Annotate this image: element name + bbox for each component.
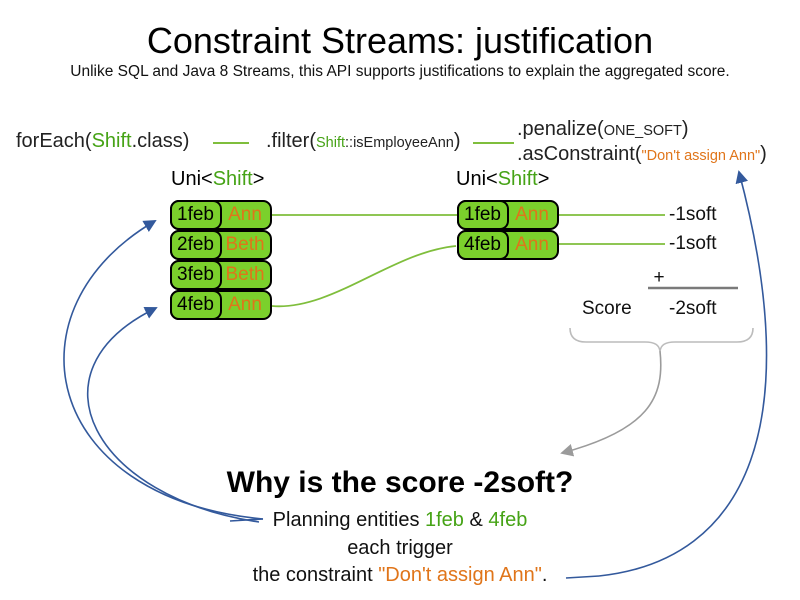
shift-row: 1feb Ann (169, 199, 272, 230)
shift-row: 3feb Beth (169, 259, 272, 290)
asconstraint-arg: "Don't assign Ann" (641, 148, 761, 164)
shift-employee: Ann (515, 204, 549, 225)
pipeline-filter: .filter(Shift::isEmployeeAnn) (266, 130, 461, 153)
foreach-post: .class) (131, 130, 190, 152)
explanation-line-1: Planning entities 1feb & 4feb (0, 509, 800, 532)
right-label-pre: Uni< (456, 168, 498, 190)
shift-date: 1feb (169, 199, 222, 230)
shift-row: 1feb Ann (456, 199, 559, 230)
penalty-label-2: -1soft (669, 233, 717, 254)
penalize-post: ) (681, 118, 689, 140)
shift-date: 3feb (169, 259, 222, 290)
plus-sign: + (653, 267, 665, 288)
connector-4feb-curve (271, 245, 457, 308)
entity-1feb: 1feb (425, 509, 464, 531)
left-label-post: > (252, 168, 265, 190)
left-label-pre: Uni< (171, 168, 213, 190)
shift-employee: Ann (228, 294, 262, 315)
filter-method: ::isEmployeeAnn (345, 135, 454, 151)
penalize-arg: ONE_SOFT (603, 123, 682, 139)
page-subtitle: Unlike SQL and Java 8 Streams, this API … (70, 63, 730, 80)
right-stream-type-label: Uni<Shift> (456, 168, 549, 191)
right-label-type: Shift (497, 168, 538, 190)
score-total: -2soft (669, 298, 717, 319)
line1-pre: Planning entities (272, 509, 425, 531)
page-title: Constraint Streams: justification (146, 20, 654, 61)
shift-employee: Ann (515, 234, 549, 255)
filter-type: Shift (316, 135, 346, 151)
asconstraint-post: ) (760, 143, 767, 165)
pipeline-penalize: .penalize(ONE_SOFT) (517, 118, 689, 141)
asconstraint-pre: .asConstraint( (517, 143, 642, 165)
shift-row: 2feb Beth (169, 229, 272, 260)
shift-row: 4feb Ann (456, 229, 559, 260)
line1-mid: & (463, 509, 489, 531)
shift-employee: Beth (225, 264, 265, 285)
shift-employee: Ann (228, 204, 262, 225)
filter-pre: .filter( (266, 130, 316, 152)
penalize-pre: .penalize( (517, 118, 604, 140)
shift-date: 2feb (169, 229, 222, 260)
foreach-type: Shift (91, 130, 132, 152)
explanation-line-2: each trigger (347, 537, 453, 559)
left-label-type: Shift (212, 168, 253, 190)
shift-employee: Beth (225, 234, 265, 255)
filter-post: ) (453, 130, 461, 152)
shift-date: 4feb (456, 229, 509, 260)
right-label-post: > (537, 168, 550, 190)
shift-date: 1feb (456, 199, 509, 230)
penalty-label-1: -1soft (669, 204, 717, 225)
shift-date: 4feb (169, 289, 222, 320)
left-stream-type-label: Uni<Shift> (171, 168, 264, 191)
line3-pre: the constraint (252, 564, 379, 586)
why-heading: Why is the score -2soft? (226, 466, 574, 499)
score-to-explanation-arrow (560, 350, 662, 457)
line3-post: . (541, 564, 548, 586)
entity-4feb: 4feb (488, 509, 528, 531)
pipeline-foreach: forEach(Shift.class) (16, 130, 189, 153)
foreach-pre: forEach( (16, 130, 92, 152)
explanation-line-3: the constraint "Don't assign Ann". (0, 564, 800, 587)
pipeline-asconstraint: .asConstraint("Don't assign Ann") (517, 143, 767, 166)
constraint-name: "Don't assign Ann" (378, 564, 542, 586)
shift-row: 4feb Ann (169, 289, 272, 320)
score-underbrace (569, 327, 754, 352)
score-label: Score (582, 298, 632, 319)
